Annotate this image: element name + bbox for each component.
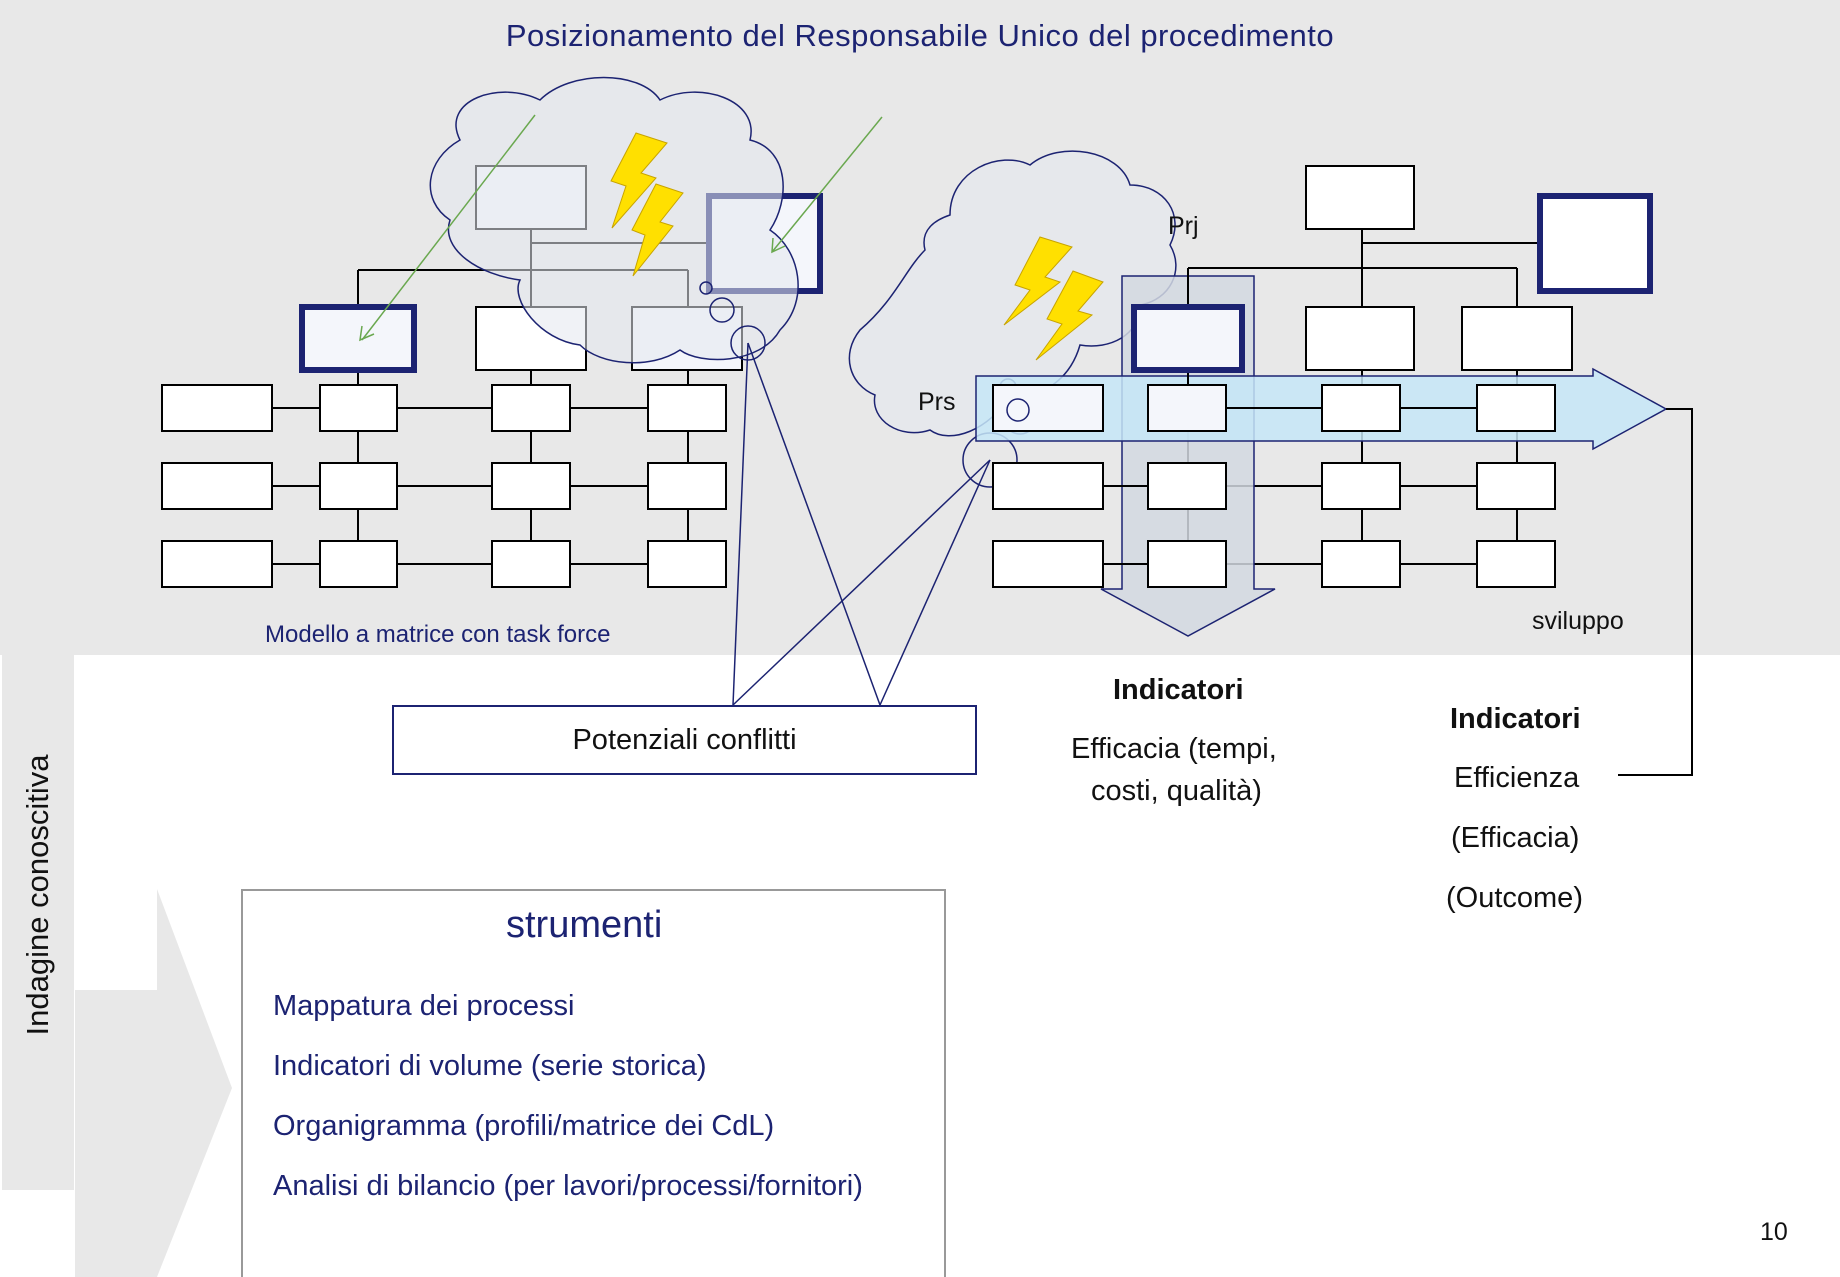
model-caption: Modello a matrice con task force [265,621,611,648]
page-title: Posizionamento del Responsabile Unico de… [505,18,1335,53]
side-label: Indagine conoscitiva [20,754,55,1036]
strumenti-box [241,889,946,1277]
indicatori-center-line2: costi, qualità) [1091,775,1262,807]
page-number: 10 [1760,1218,1788,1246]
prs-label: Prs [918,388,956,416]
right-matrix-boxes [992,165,1573,588]
indicatori-right-item: (Outcome) [1446,882,1583,914]
lightning-bolts-right [1003,236,1104,361]
strumenti-item: Analisi di bilancio (per lavori/processi… [273,1170,863,1202]
strumenti-item: Organigramma (profili/matrice dei CdL) [273,1110,775,1142]
right-highlighted-boxes [1131,193,1653,373]
conflicts-box: Potenziali conflitti [392,705,977,775]
strumenti-item: Mappatura dei processi [273,990,575,1022]
indicatori-right-item: Efficienza [1454,762,1580,794]
strumenti-heading: strumenti [506,904,663,946]
lightning-bolts-left [610,132,684,277]
indicatori-center-heading: Indicatori [1113,674,1244,706]
indicatori-center-line1: Efficacia (tempi, [1071,733,1277,765]
indagine-arrow [75,889,232,1277]
right-cloud [848,150,1177,437]
indicatori-right-item: (Efficacia) [1451,822,1580,854]
indicatori-right-heading: Indicatori [1450,703,1581,735]
side-label-panel: Indagine conoscitiva [2,600,74,1190]
prj-label: Prj [1168,212,1199,240]
strumenti-item: Indicatori di volume (serie storica) [273,1050,707,1082]
conflicts-label: Potenziali conflitti [572,723,797,756]
sviluppo-label: sviluppo [1532,607,1624,635]
